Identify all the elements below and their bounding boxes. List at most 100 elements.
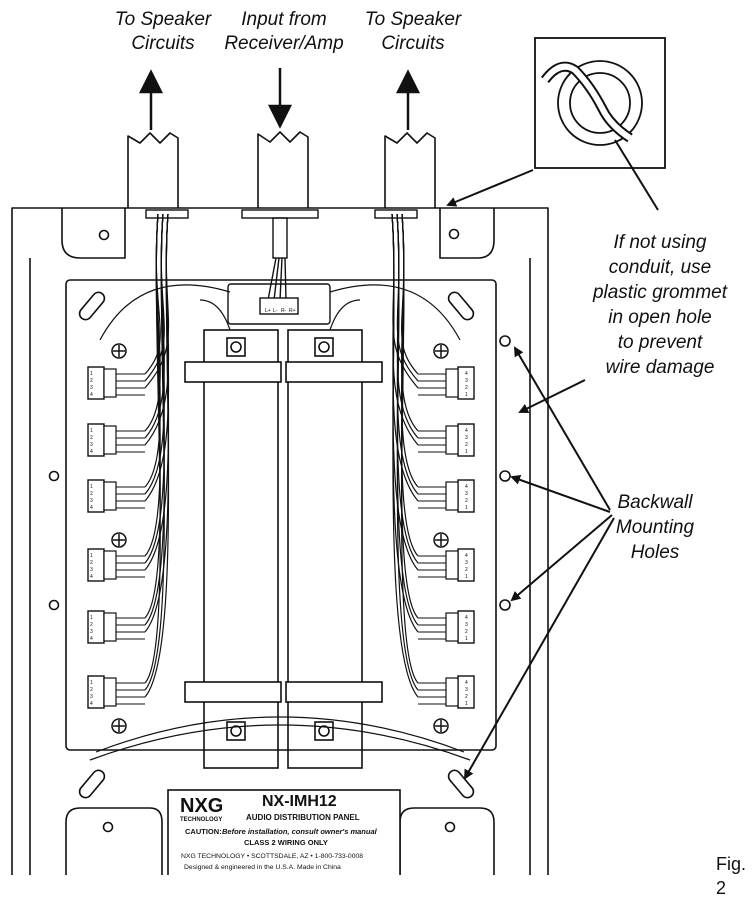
bottom-right-tab	[399, 807, 495, 875]
pin-label: 4	[465, 428, 468, 434]
pin-label: 3	[90, 385, 93, 391]
wire	[144, 213, 165, 691]
pin-label: 4	[465, 615, 468, 621]
pin-label: 3	[90, 498, 93, 504]
pin-label: 1	[90, 371, 93, 377]
pin-label: 3	[465, 378, 468, 384]
plate-caution-text: Before installation, consult owner's man…	[222, 827, 378, 836]
conduit-center	[257, 131, 309, 208]
wire-loop	[89, 724, 471, 761]
conduit-left	[127, 132, 179, 208]
hole-left-2	[48, 599, 60, 611]
conduit-right	[384, 132, 436, 208]
wire	[396, 213, 419, 382]
pin-label: 1	[90, 484, 93, 490]
pin-label: 4	[90, 636, 93, 642]
pin-label: 1	[90, 428, 93, 434]
wire	[396, 213, 419, 495]
screw-icon	[111, 532, 127, 548]
wire	[391, 213, 419, 698]
pin-label: 3	[90, 442, 93, 448]
pin-label: 4	[465, 371, 468, 377]
plate-model: NX-IMH12	[262, 793, 337, 810]
top-left-tab	[61, 208, 126, 259]
pin-label: 4	[90, 505, 93, 511]
pin-label: 2	[465, 442, 468, 448]
wire-bundles	[89, 213, 471, 761]
pin-label: 2	[465, 385, 468, 391]
screw-icon	[433, 718, 449, 734]
top-right-tab	[439, 208, 495, 259]
slot-top-right	[447, 291, 475, 321]
pin-label: 4	[90, 701, 93, 707]
pin-label: 2	[90, 687, 93, 693]
screw-icon	[433, 343, 449, 359]
screw-icon	[433, 532, 449, 548]
plate-logo: NXG	[180, 795, 223, 817]
arrow-up-left-icon	[138, 69, 164, 94]
bottom-left-tab	[65, 807, 163, 875]
pin-label: 1	[465, 701, 468, 707]
wire	[391, 213, 419, 446]
screw-icon	[111, 343, 127, 359]
wire-loop	[329, 284, 461, 341]
pin-label: 4	[465, 553, 468, 559]
wire-loop	[99, 284, 231, 341]
slot-bottom-right	[447, 769, 475, 799]
pin-label: 2	[465, 694, 468, 700]
pin-label: 4	[90, 449, 93, 455]
pin-label: 1	[90, 680, 93, 686]
pin-label: 1	[465, 392, 468, 398]
pin-label: 1	[90, 553, 93, 559]
hole-left-1	[48, 470, 60, 482]
pin-label: 3	[465, 491, 468, 497]
pin-label: 1	[465, 574, 468, 580]
pin-label: 2	[465, 567, 468, 573]
plate-designed: Designed & engineered in the U.S.A. Made…	[184, 864, 341, 871]
wire-loop	[199, 299, 231, 331]
pin-label: 2	[90, 560, 93, 566]
backwall-hole-2	[499, 470, 511, 482]
input-connector-pins: L+ L- R- R+	[265, 308, 296, 314]
pin-label: 2	[90, 378, 93, 384]
slot-top-left	[78, 291, 106, 321]
pin-label: 3	[465, 560, 468, 566]
module-left	[203, 329, 279, 769]
pin-label: 4	[90, 574, 93, 580]
pin-label: R-	[281, 308, 287, 314]
inner-board	[65, 279, 497, 751]
pin-label: 3	[465, 687, 468, 693]
wiring-diagram: L+ L- R- R+ 1234432112344321123443211234…	[11, 37, 666, 875]
pin-label: 3	[90, 629, 93, 635]
wire	[401, 213, 419, 684]
screw-icon	[111, 718, 127, 734]
plate-logo-sub: TECHNOLOGY	[180, 817, 222, 823]
pin-label: 1	[465, 449, 468, 455]
wire	[396, 213, 419, 439]
figure-label: Fig. 2	[716, 854, 747, 898]
input-connector	[259, 297, 299, 315]
label-plate: NXG TECHNOLOGY NX-IMH12 AUDIO DISTRIBUTI…	[167, 789, 401, 875]
arrow-down-center-icon	[267, 104, 293, 129]
speaker-connectors: 1234432112344321123443211234432112344321…	[87, 366, 475, 709]
pin-label: L-	[273, 308, 278, 314]
pin-label: 1	[465, 505, 468, 511]
wire	[396, 213, 419, 564]
wire-loop	[95, 716, 465, 753]
pin-label: 3	[90, 694, 93, 700]
pin-label: 2	[465, 629, 468, 635]
plate-address: NXG TECHNOLOGY • SCOTTSDALE, AZ • 1-800-…	[181, 853, 363, 860]
enclosure-outline	[11, 207, 549, 875]
